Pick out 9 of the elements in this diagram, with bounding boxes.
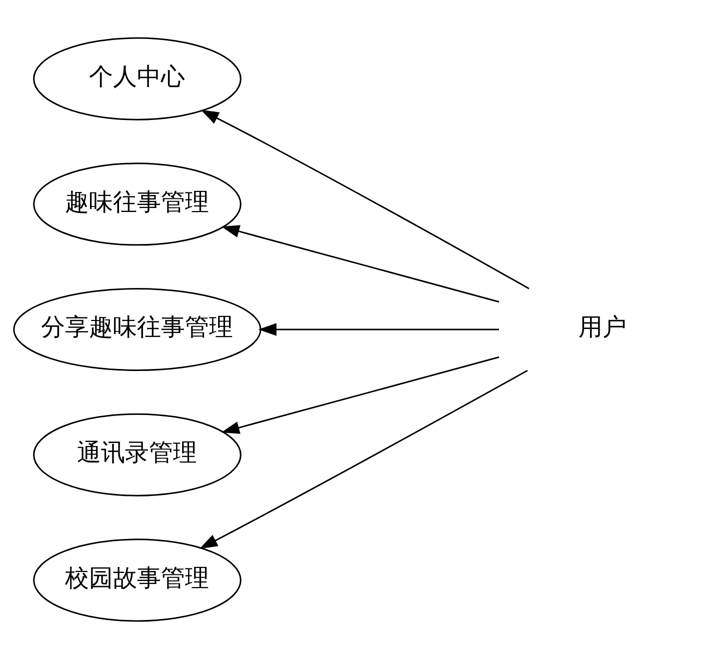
node-text: 用户	[578, 312, 626, 341]
node-ellipse: 个人中心	[33, 36, 242, 120]
arrow	[221, 224, 500, 302]
arrow	[221, 356, 500, 434]
node-ellipse: 分享趣味往事管理	[13, 287, 262, 371]
arrow	[258, 322, 499, 336]
arrow	[200, 109, 530, 289]
node-ellipse: 校园故事管理	[33, 538, 242, 622]
arrow	[199, 369, 528, 548]
